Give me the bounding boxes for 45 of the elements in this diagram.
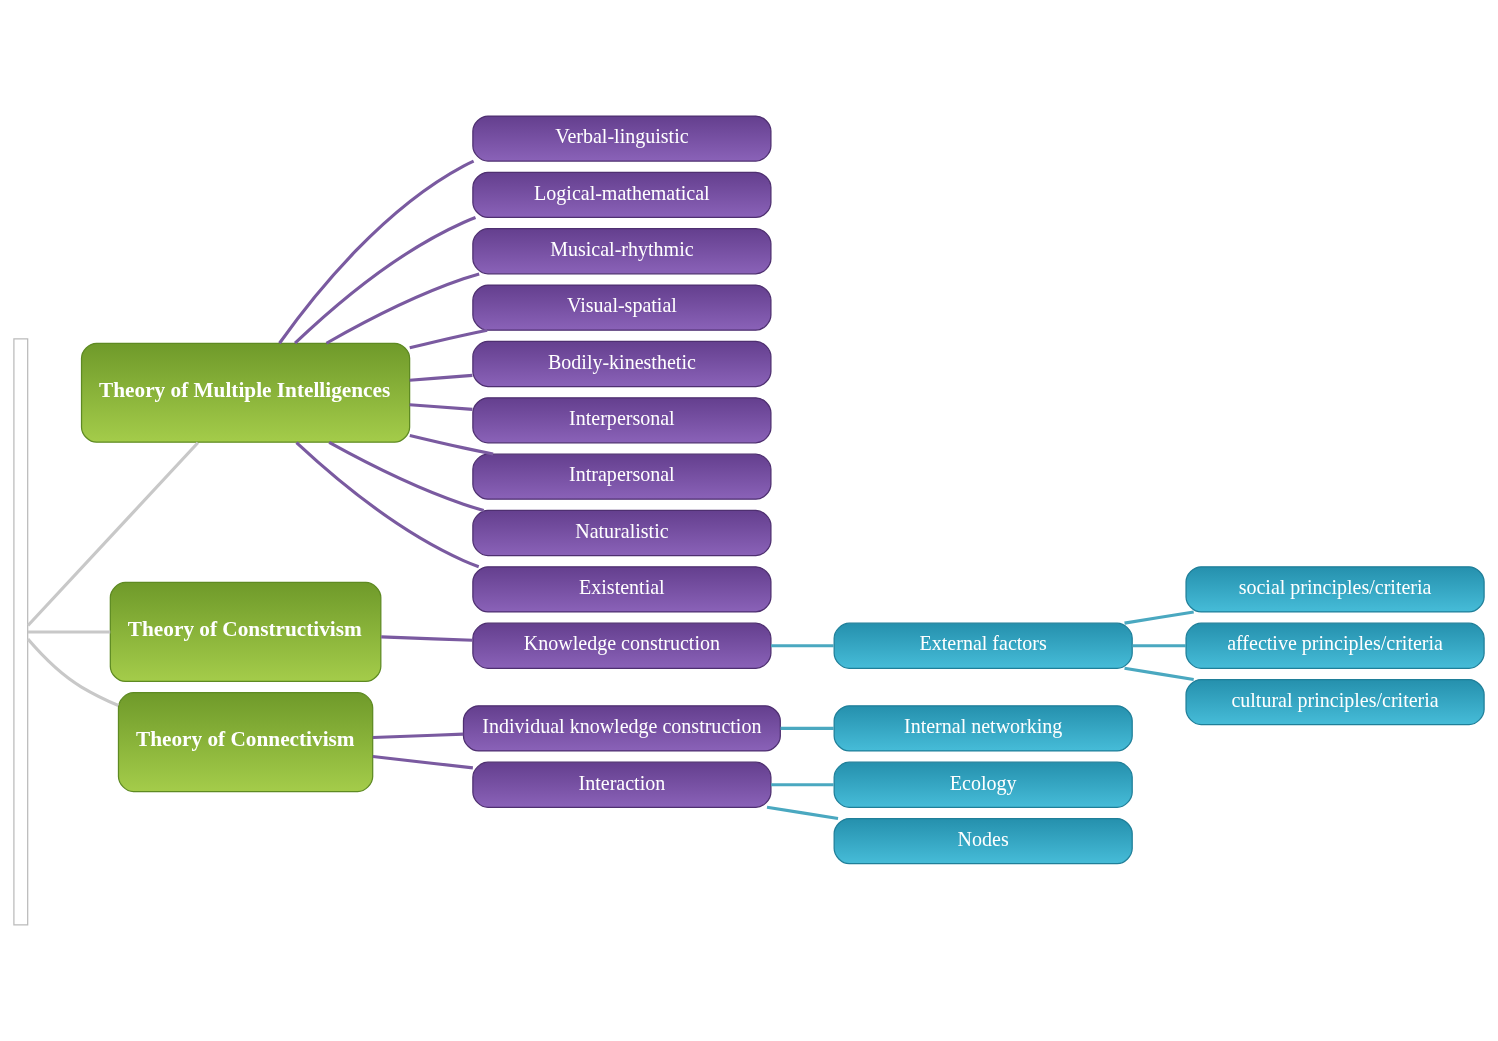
node-box: Theory of Connectivism	[117, 692, 374, 793]
node-box: Interpersonal	[472, 397, 772, 444]
node-box: Nodes	[833, 817, 1133, 865]
node-box: Theory of Constructivism	[109, 581, 382, 683]
node-box: Interaction	[472, 761, 772, 808]
connector	[372, 754, 474, 770]
connector	[328, 441, 485, 512]
connector	[372, 732, 464, 740]
node-box: Knowledge construction	[472, 622, 772, 669]
connector	[409, 433, 494, 456]
connector	[26, 441, 200, 627]
node-box: Logical-mathematical	[472, 171, 772, 219]
connector	[409, 328, 488, 350]
node-box: Naturalistic	[472, 509, 772, 557]
connector	[766, 805, 839, 821]
connector	[409, 403, 473, 411]
connector	[780, 726, 834, 730]
node-box: Existential	[472, 566, 772, 613]
connector	[28, 630, 111, 634]
connector	[1132, 644, 1186, 648]
connector	[325, 272, 480, 345]
node-box: Bodily-kinesthetic	[472, 340, 772, 388]
connector	[771, 644, 834, 648]
node-box: social principles/criteria	[1185, 566, 1485, 613]
connector	[771, 783, 834, 787]
node-box: cultural principles/criteria	[1185, 678, 1485, 726]
node-box: Musical-rhythmic	[472, 228, 772, 275]
node-box: External factors	[833, 622, 1133, 669]
node-box: affective principles/criteria	[1185, 622, 1485, 669]
connector	[295, 441, 480, 569]
connector	[1124, 610, 1194, 625]
node-box	[13, 338, 29, 926]
node-box: Theory of Multiple Intelligences	[80, 342, 411, 443]
connector	[1124, 666, 1194, 682]
node-box: Verbal-linguistic	[472, 115, 772, 162]
node-box: Visual-spatial	[472, 284, 772, 331]
node-box: Ecology	[833, 761, 1133, 808]
node-box: Individual knowledge construction	[462, 705, 781, 752]
connector	[26, 638, 119, 707]
connector	[293, 216, 477, 345]
node-box: Intrapersonal	[472, 453, 772, 500]
connector	[278, 159, 475, 345]
node-box: Internal networking	[833, 705, 1133, 752]
connector	[381, 635, 473, 642]
connector	[409, 373, 473, 382]
